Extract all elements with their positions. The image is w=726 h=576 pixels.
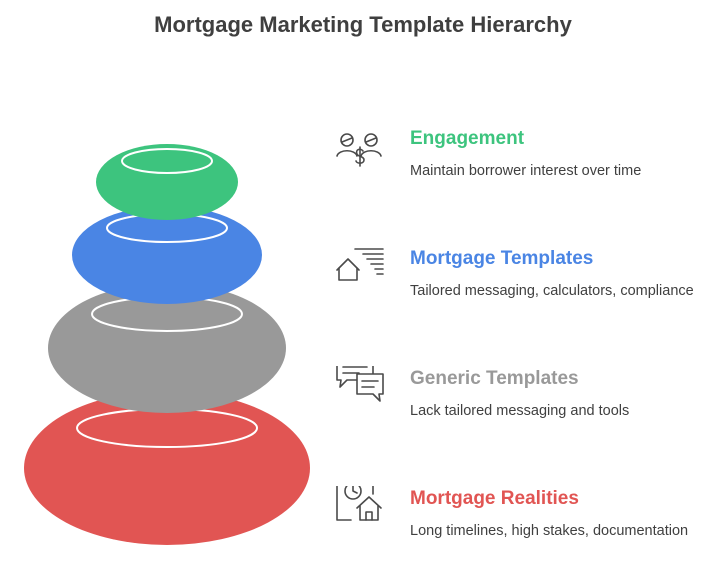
level-label: Engagement xyxy=(410,128,525,149)
level-generic-templates: Generic Templates Lack tailored messagin… xyxy=(333,366,723,456)
ring-mortgage-templates xyxy=(72,206,262,304)
level-label: Mortgage Realities xyxy=(410,488,579,509)
engagement-exchange-icon xyxy=(336,133,382,167)
ring-body xyxy=(48,283,286,413)
chat-bubbles-icon xyxy=(336,366,384,402)
level-description: Long timelines, high stakes, documentati… xyxy=(410,523,689,539)
ring-body xyxy=(72,206,262,304)
ring-hole xyxy=(121,148,213,174)
diagram-title: Mortgage Marketing Template Hierarchy xyxy=(154,12,572,37)
house-document-list-icon xyxy=(336,248,384,281)
stacked-rings-diagram xyxy=(24,144,310,545)
level-description: Lack tailored messaging and tools xyxy=(410,403,630,419)
level-mortgage-templates: Mortgage Templates Tailored messaging, c… xyxy=(333,246,723,336)
level-description: Tailored messaging, calculators, complia… xyxy=(410,283,694,299)
level-engagement: Engagement Maintain borrower interest ov… xyxy=(333,126,723,216)
level-mortgage-realities: Mortgage Realities Long timelines, high … xyxy=(333,486,723,576)
ring-body xyxy=(96,144,238,220)
ring-engagement xyxy=(96,144,238,220)
ring-body xyxy=(24,391,310,545)
level-label: Generic Templates xyxy=(410,368,579,389)
ring-mortgage-realities xyxy=(24,391,310,545)
level-description: Maintain borrower interest over time xyxy=(410,163,642,179)
house-clock-document-icon xyxy=(336,486,382,521)
level-label: Mortgage Templates xyxy=(410,248,594,269)
